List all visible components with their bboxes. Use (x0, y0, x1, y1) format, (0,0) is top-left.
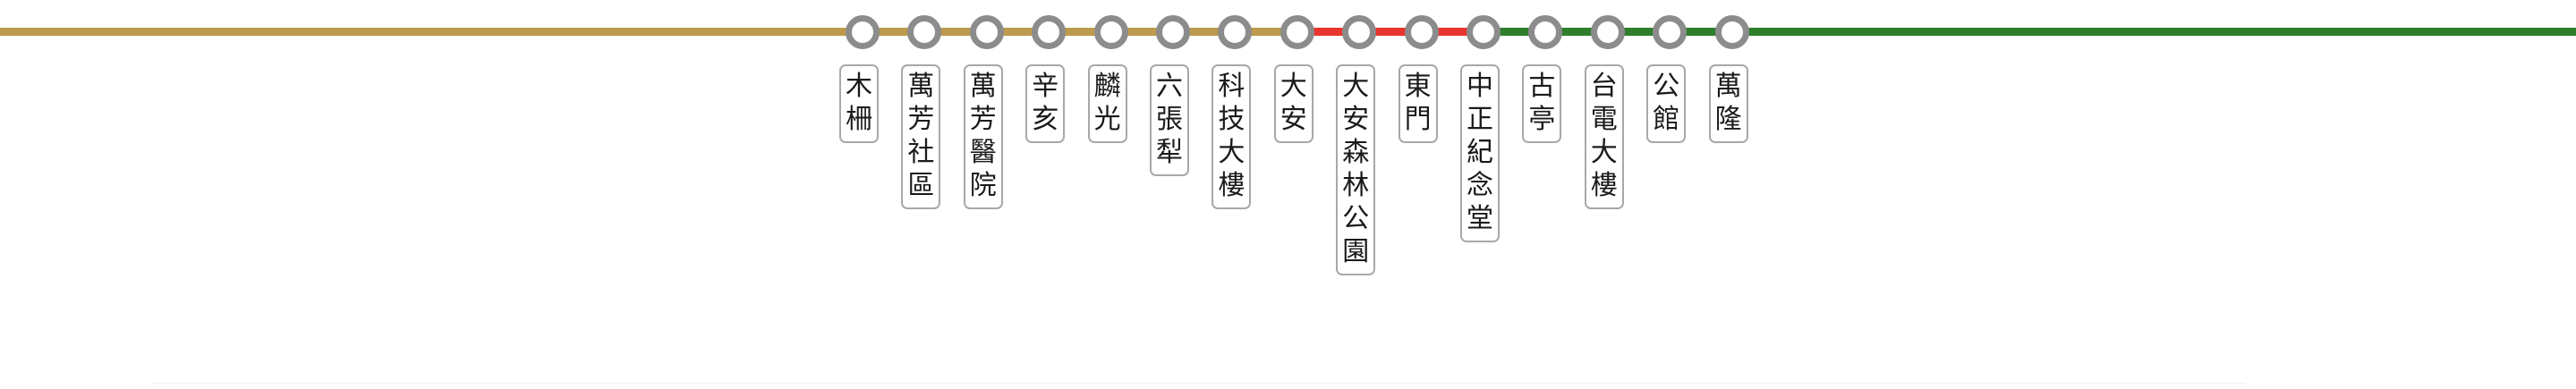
station-marker[interactable] (1093, 15, 1128, 49)
station-name-char: 大 (1218, 137, 1245, 168)
station-name-char: 堂 (1467, 203, 1493, 234)
station-name-char: 光 (1093, 104, 1121, 135)
station-marker[interactable] (1590, 15, 1625, 49)
station-name-char: 社 (907, 137, 935, 168)
station-name-char: 古 (1528, 71, 1556, 102)
station-marker[interactable] (969, 15, 1004, 49)
station-name-char: 大 (1590, 137, 1618, 168)
station-name-char: 紀 (1467, 137, 1493, 168)
station-name-char: 台 (1590, 71, 1618, 102)
station[interactable]: 台電大樓 (1574, 0, 1637, 286)
station-name-char: 六 (1156, 71, 1183, 102)
station-name-char: 亭 (1528, 104, 1556, 135)
station-marker[interactable] (907, 15, 942, 49)
station-name-label: 大安森林公園 (1336, 64, 1376, 275)
route-line-songshan-xindian-line (1477, 28, 2576, 36)
station[interactable]: 古亭 (1511, 0, 1574, 286)
station[interactable]: 東門 (1388, 0, 1450, 286)
station[interactable]: 公館 (1636, 0, 1698, 286)
station-name-label: 台電大樓 (1584, 64, 1624, 209)
station-name-char: 隆 (1714, 104, 1742, 135)
station-name-char: 安 (1279, 104, 1307, 135)
station-marker[interactable] (1279, 15, 1314, 49)
station-name-char: 麟 (1093, 71, 1121, 102)
station[interactable]: 麟光 (1077, 0, 1140, 286)
station-name-label: 萬芳醫院 (963, 64, 1003, 209)
station[interactable]: 木柵 (829, 0, 891, 286)
station-marker[interactable] (1714, 15, 1749, 49)
station-name-char: 中 (1467, 71, 1493, 102)
station-name-char: 萬 (969, 71, 997, 102)
station[interactable]: 科技大樓 (1201, 0, 1263, 286)
station-name-label: 辛亥 (1025, 64, 1066, 143)
station[interactable]: 辛亥 (1015, 0, 1077, 286)
station-name-char: 園 (1342, 236, 1370, 267)
route-line-wenhu-line (0, 28, 1416, 36)
station-name-char: 樓 (1590, 170, 1618, 201)
station-name-char: 萬 (907, 71, 935, 102)
station-marker[interactable] (1218, 15, 1253, 49)
station-name-char: 亥 (1032, 104, 1059, 135)
station-name-char: 區 (907, 170, 935, 201)
station-name-label: 萬芳社區 (901, 64, 941, 209)
station-name-label: 六張犁 (1150, 64, 1189, 176)
station-marker[interactable] (1528, 15, 1563, 49)
station[interactable]: 大安 (1263, 0, 1326, 286)
station-name-char: 木 (846, 71, 872, 102)
station-name-char: 電 (1590, 104, 1618, 135)
station-name-label: 麟光 (1087, 64, 1127, 143)
station-name-char: 大 (1279, 71, 1307, 102)
station[interactable]: 萬隆 (1698, 0, 1761, 286)
station-marker[interactable] (1653, 15, 1688, 49)
station-name-label: 中正紀念堂 (1460, 64, 1500, 242)
station-name-char: 犁 (1156, 137, 1183, 168)
station-name-char: 張 (1156, 104, 1183, 135)
station-name-char: 公 (1653, 71, 1680, 102)
station[interactable]: 萬芳醫院 (953, 0, 1016, 286)
station-marker[interactable] (846, 15, 880, 49)
station-marker[interactable] (1032, 15, 1067, 49)
station-name-label: 木柵 (839, 64, 879, 143)
station-name-label: 科技大樓 (1211, 64, 1252, 209)
station-name-char: 門 (1404, 104, 1432, 135)
station-name-char: 柵 (846, 104, 872, 135)
station-name-label: 東門 (1398, 64, 1438, 143)
station-name-char: 技 (1218, 104, 1245, 135)
station-name-char: 萬 (1714, 71, 1742, 102)
divider (152, 383, 2246, 384)
station-name-char: 樓 (1218, 170, 1245, 201)
station[interactable]: 六張犁 (1139, 0, 1202, 286)
station-name-char: 芳 (907, 104, 935, 135)
station-name-char: 林 (1342, 170, 1370, 201)
station[interactable]: 中正紀念堂 (1450, 0, 1512, 286)
station-name-char: 醫 (969, 137, 997, 168)
station-name-char: 辛 (1032, 71, 1059, 102)
station-name-label: 古亭 (1522, 64, 1562, 143)
station-name-label: 萬隆 (1708, 64, 1748, 143)
station-marker[interactable] (1404, 15, 1439, 49)
station-name-char: 正 (1467, 104, 1493, 135)
station-marker[interactable] (1342, 15, 1377, 49)
station-name-char: 院 (969, 170, 997, 201)
station-name-char: 芳 (969, 104, 997, 135)
station-name-label: 公館 (1646, 64, 1687, 143)
station-marker[interactable] (1467, 15, 1501, 49)
station-name-char: 東 (1404, 71, 1432, 102)
route-line-bannan-line (1290, 28, 1477, 36)
station-marker[interactable] (1156, 15, 1190, 49)
station-name-char: 大 (1342, 71, 1370, 102)
station[interactable]: 萬芳社區 (890, 0, 953, 286)
station[interactable]: 大安森林公園 (1325, 0, 1388, 286)
station-name-char: 科 (1218, 71, 1245, 102)
station-name-char: 森 (1342, 137, 1370, 168)
station-name-char: 館 (1653, 104, 1680, 135)
station-name-char: 公 (1342, 203, 1370, 234)
station-name-char: 念 (1467, 170, 1493, 201)
station-name-label: 大安 (1273, 64, 1314, 143)
station-name-char: 安 (1342, 104, 1370, 135)
